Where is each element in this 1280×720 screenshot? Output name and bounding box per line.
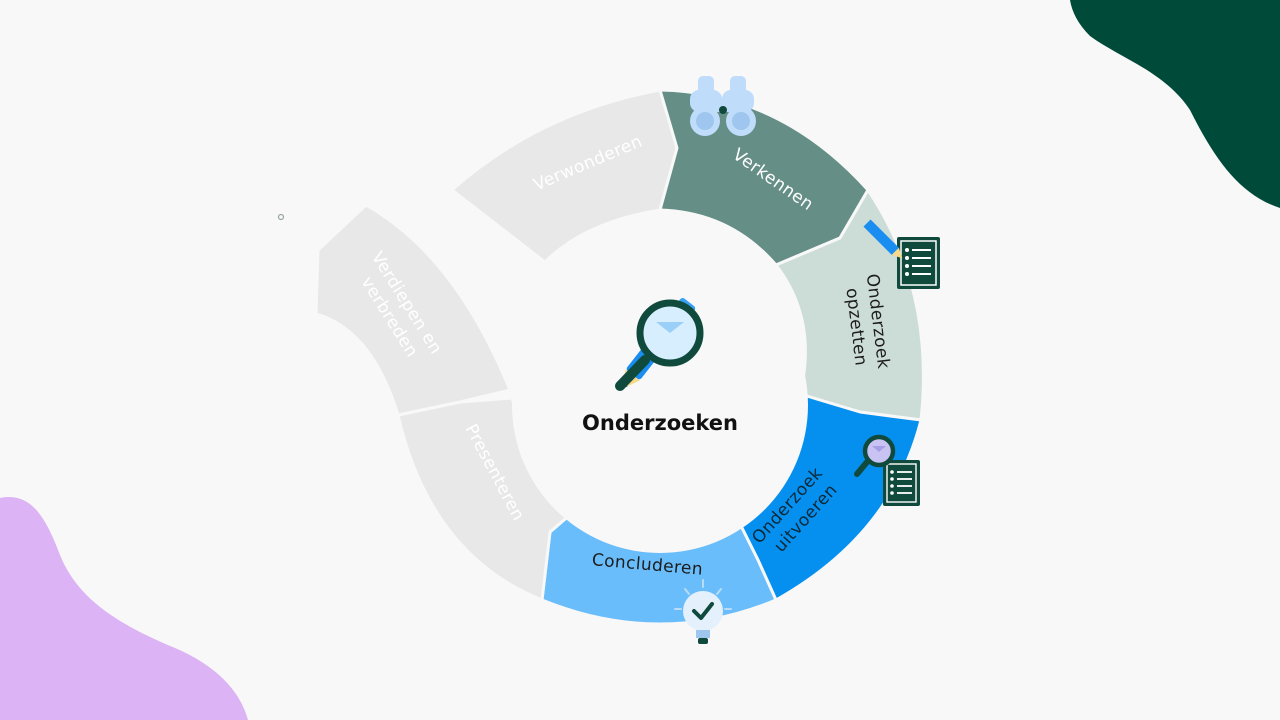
center-title: Onderzoeken: [582, 411, 738, 435]
bottom-left-blob: [0, 497, 248, 720]
checklist-pencil-icon: [863, 219, 940, 289]
segment-verwonderen[interactable]: [450, 88, 679, 264]
top-right-blob: [1070, 0, 1280, 208]
decor-dot: [277, 213, 285, 221]
segment-verdiepen-en-verbreden[interactable]: [314, 203, 512, 417]
center-disc: [512, 257, 808, 553]
binoculars-icon: [690, 76, 756, 136]
magnifier-pencil-icon: [615, 298, 704, 391]
magnifier-checklist-icon: [854, 434, 920, 506]
lightbulb-check-icon: [674, 579, 732, 644]
